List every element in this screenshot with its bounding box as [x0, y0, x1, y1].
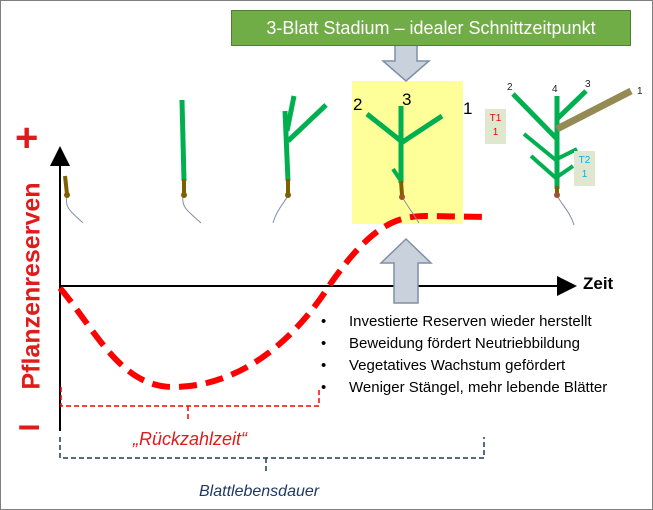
tiller-t1-count: 1 [492, 127, 499, 138]
benefit-item: • Investierte Reserven wieder herstellt [319, 311, 607, 333]
leaf-number-later-4: 1 [637, 86, 643, 97]
leaf-lifespan-bracket [59, 437, 485, 473]
benefit-item: • Beweidung fördert Neutriebbildung [319, 333, 607, 355]
plant-stage-2 [179, 99, 202, 224]
plateau-up-arrow [379, 237, 433, 304]
benefit-item: • Vegetatives Wachstum gefördert [319, 355, 607, 377]
payback-bracket [60, 387, 320, 420]
plant-stage-4-ideal [365, 106, 444, 224]
tiller-tag-t1: T1 1 [485, 109, 506, 144]
benefit-text: Beweidung fördert Neutriebbildung [349, 335, 580, 352]
leaf-number-ideal-left: 2 [353, 95, 363, 114]
bullet-glyph: • [321, 357, 327, 374]
y-axis-plus-sign: + [15, 116, 39, 160]
plant-stage-3 [272, 95, 328, 224]
leaf-number-later-2: 4 [552, 84, 558, 95]
tiller-t1-name: T1 [489, 113, 502, 124]
bullet-glyph: • [321, 313, 327, 330]
benefits-list: • Investierte Reserven wieder herstellt •… [319, 311, 607, 399]
bullet-glyph: • [321, 379, 327, 396]
leaf-number-later-3: 3 [585, 79, 591, 90]
plant-stage-5-later [511, 87, 633, 226]
reserve-curve [57, 212, 487, 391]
plant-stage-1 [63, 175, 84, 224]
leaf-lifespan-label: Blattlebensdauer [199, 483, 320, 500]
y-axis-minus-sign: – [18, 403, 41, 447]
y-axis-label: Pflanzenreserven [17, 182, 46, 390]
banner-down-arrow [380, 44, 432, 82]
leaf-number-ideal-right: 1 [463, 99, 473, 118]
benefit-text: Vegetatives Wachstum gefördert [349, 357, 566, 374]
tiller-t2-name: T2 [578, 155, 591, 166]
leaf-number-later-1: 2 [507, 82, 513, 93]
benefit-text: Weniger Stängel, mehr lebende Blätter [349, 379, 608, 396]
payback-period-label: „Rückzahlzeit“ [133, 429, 248, 449]
ideal-cut-banner: 3-Blatt Stadium – idealer Schnittzeitpun… [231, 10, 631, 46]
tiller-t2-count: 1 [581, 169, 588, 180]
benefit-text: Investierte Reserven wieder herstellt [349, 313, 592, 330]
leaf-number-ideal-center: 3 [402, 90, 412, 109]
x-axis-label: Zeit [583, 274, 614, 293]
bullet-glyph: • [321, 335, 327, 352]
tiller-tag-t2: T2 1 [574, 151, 595, 186]
benefit-item: • Weniger Stängel, mehr lebende Blätter [319, 377, 607, 399]
ideal-stage-highlight [352, 81, 463, 224]
